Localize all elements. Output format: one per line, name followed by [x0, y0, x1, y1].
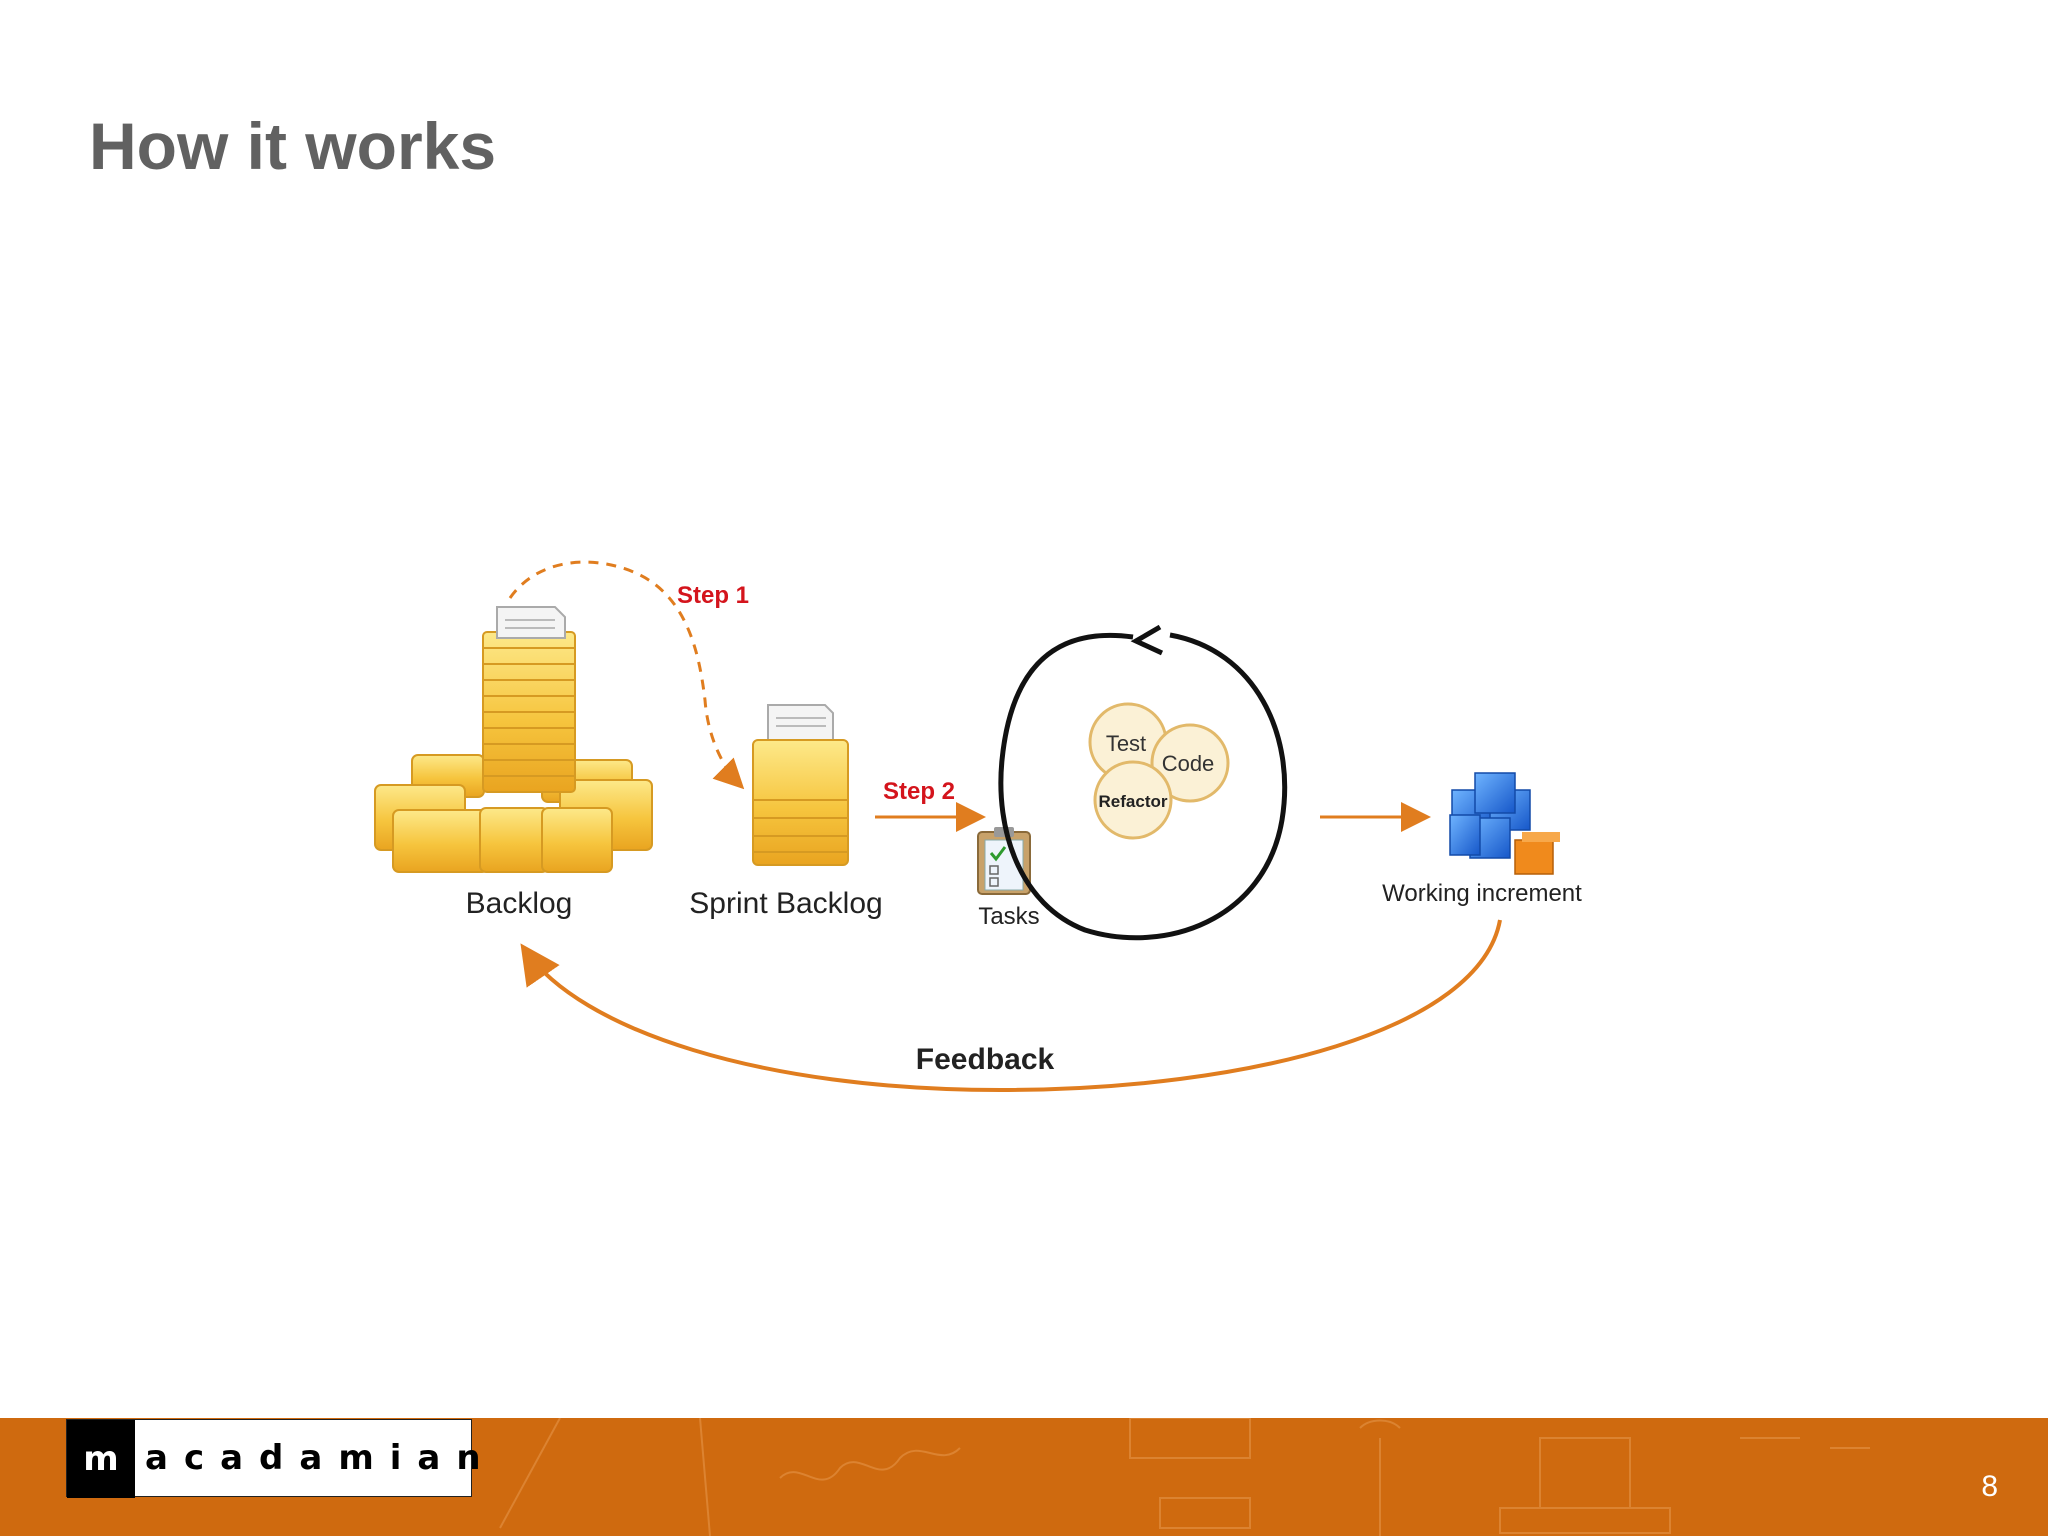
feedback-label: Feedback — [916, 1043, 1055, 1076]
tdd-cycle-bubbles — [1088, 702, 1230, 840]
page-number: 8 — [1981, 1470, 1998, 1503]
step2-label: Step 2 — [883, 778, 955, 805]
step1-label: Step 1 — [677, 582, 749, 609]
macadamian-logo: m acadamian — [66, 1419, 481, 1498]
sprint-backlog-folder-stack — [752, 704, 849, 866]
footer-doodle-pattern — [499, 1418, 1870, 1536]
cycle-arrowhead-icon — [1130, 624, 1164, 656]
clipboard-icon — [977, 827, 1031, 895]
scrum-process-diagram: Step 1 Step 2 Test Code Refactor — [374, 560, 1582, 1093]
iteration-cycle-loop — [998, 632, 1288, 941]
logo-text: acadamian — [145, 1438, 497, 1478]
tasks-label: Tasks — [978, 903, 1039, 930]
feedback-arrow — [520, 919, 1502, 1093]
code-label: Code — [1162, 751, 1215, 776]
backlog-label: Backlog — [466, 887, 573, 920]
logo-mark: m — [67, 1420, 135, 1498]
refactor-label: Refactor — [1099, 792, 1168, 811]
sprint-backlog-label: Sprint Backlog — [689, 887, 882, 920]
backlog-folder-pile — [374, 606, 653, 873]
working-increment-label: Working increment — [1382, 880, 1582, 907]
working-increment-cubes-icon — [1449, 772, 1560, 875]
test-label: Test — [1106, 731, 1146, 756]
step1-arrow — [508, 560, 745, 790]
slide-title: How it works — [89, 109, 497, 183]
